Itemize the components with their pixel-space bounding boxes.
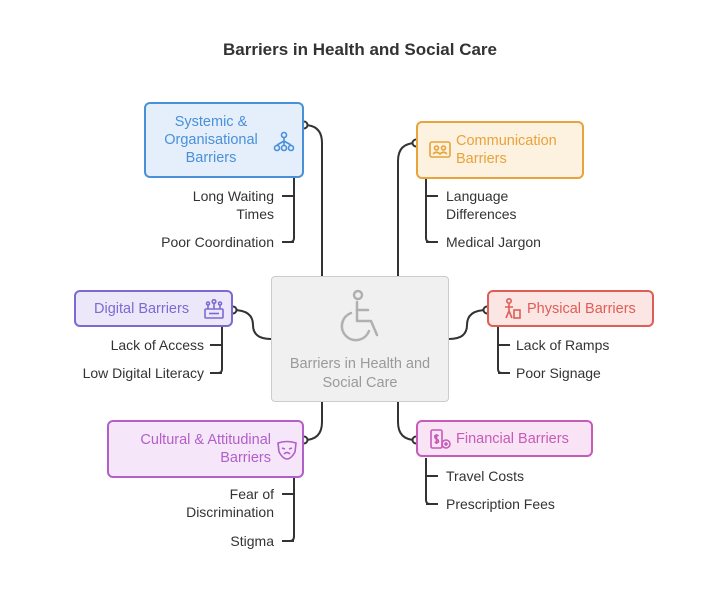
category-label: Cultural & Attitudinal Barriers: [140, 432, 271, 466]
item-stigma: Stigma: [230, 533, 274, 549]
item-lack-of-ramps: Lack of Ramps: [516, 337, 610, 353]
money-card-icon: [430, 429, 451, 449]
network-device-icon: [204, 298, 224, 319]
category-financial: Financial Barriers: [416, 420, 593, 457]
category-systemic: Systemic & Organisational Barriers: [144, 102, 304, 178]
people-network-icon: [273, 131, 295, 152]
connector-cultural: [303, 402, 323, 441]
item-poor-signage: Poor Signage: [516, 365, 601, 381]
mask-icon: [277, 440, 297, 460]
center-label: Barriers in Health and Social Care: [289, 356, 431, 391]
person-obstacle-icon: [505, 297, 521, 319]
item-poor-coordination: Poor Coordination: [161, 234, 274, 250]
item-medical-jargon: Medical Jargon: [446, 234, 541, 250]
connector-physical: [448, 309, 488, 340]
category-digital: Digital Barriers: [74, 290, 233, 327]
category-label: Digital Barriers: [94, 300, 190, 317]
category-physical: Physical Barriers: [487, 290, 654, 327]
wheelchair-icon: [340, 289, 379, 342]
item-fear-of-discrimination: Fear of Discrimination: [186, 486, 274, 520]
connector-communication: [397, 142, 417, 276]
chat-people-icon: [429, 141, 451, 158]
item-language-differences: Language Differences: [446, 188, 517, 222]
item-long-waiting-times: Long Waiting Times: [192, 188, 274, 222]
connector-financial: [397, 402, 417, 441]
category-label: Systemic & Organisational Barriers: [164, 114, 258, 166]
diagram-title: Barriers in Health and Social Care: [223, 40, 497, 59]
center-node: Barriers in Health and Social Care: [271, 276, 449, 402]
connector-digital: [232, 309, 272, 340]
category-label: Financial Barriers: [456, 430, 569, 447]
item-travel-costs: Travel Costs: [446, 468, 525, 484]
item-lack-of-access: Lack of Access: [110, 337, 204, 353]
item-prescription-fees: Prescription Fees: [446, 496, 555, 512]
category-communication: Communication Barriers: [416, 121, 584, 179]
item-low-digital-literacy: Low Digital Literacy: [82, 365, 204, 381]
category-cultural: Cultural & Attitudinal Barriers: [107, 420, 304, 478]
category-label: Communication Barriers: [456, 133, 557, 167]
connector-systemic: [303, 124, 323, 276]
category-label: Physical Barriers: [527, 300, 636, 317]
